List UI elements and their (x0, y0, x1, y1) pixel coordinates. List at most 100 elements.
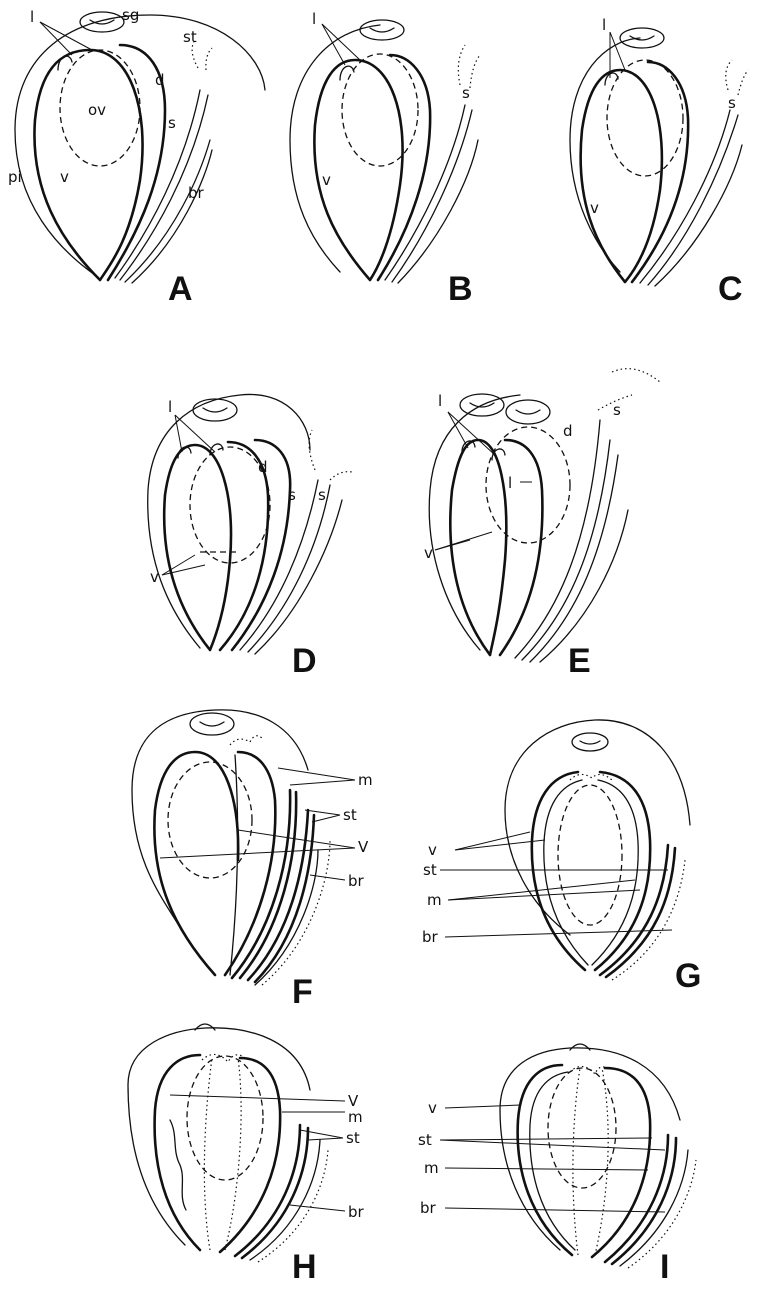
label-s: s (462, 84, 470, 102)
leader-m (448, 890, 640, 900)
stamen-filament (240, 480, 318, 650)
label-v: v (424, 544, 433, 562)
leader-m (290, 780, 355, 785)
leader-st (305, 810, 340, 815)
valve-inner (530, 1072, 575, 1250)
valve-right (592, 1068, 650, 1257)
label-l: l (312, 10, 316, 28)
label-st: st (183, 28, 197, 46)
stamen (235, 1125, 308, 1258)
leader-st (312, 815, 340, 822)
panel-caption: C (718, 270, 743, 308)
label-ov: ov (88, 101, 106, 119)
valve-cracks (170, 1120, 186, 1210)
stamen-filament (385, 105, 465, 280)
leader-v (455, 832, 530, 850)
label-m: m (427, 891, 442, 909)
label-v: v (428, 1099, 437, 1117)
label-v: v (590, 199, 599, 217)
valve-left (532, 772, 585, 970)
leader-m (278, 768, 355, 780)
panel-b: l s v B (290, 10, 480, 308)
valve-right (220, 1058, 280, 1252)
label-br: br (422, 928, 439, 946)
label-br: br (348, 872, 365, 890)
valve-left (154, 752, 238, 975)
stamen (605, 1135, 676, 1264)
label-l: l (508, 474, 512, 492)
anther-dotted (570, 774, 612, 780)
label-d: d (155, 71, 165, 89)
label-br: br (420, 1199, 437, 1217)
label-m: m (424, 1159, 439, 1177)
stigma-inner (370, 28, 394, 32)
stigma (620, 28, 664, 48)
leader-l (610, 32, 625, 70)
bract (125, 140, 210, 282)
panel-caption: I (660, 1248, 669, 1286)
label-s: s (168, 114, 176, 132)
label-d: d (258, 458, 268, 476)
panel-caption: E (568, 642, 591, 680)
stamen-filament (515, 420, 600, 658)
panel-g: v st m br G (422, 720, 701, 995)
anther-dotted (458, 45, 480, 88)
anther-dotted (598, 369, 660, 410)
leader-st (308, 1138, 343, 1140)
ovule (558, 785, 622, 925)
panel-caption: F (292, 973, 313, 1011)
leader-v (238, 830, 355, 848)
stigma-second (506, 400, 550, 424)
label-sg: sg (122, 6, 139, 24)
panel-d: l d s s v D (148, 394, 352, 680)
stigma (190, 713, 234, 735)
label-l: l (30, 8, 34, 26)
label-m: m (348, 1108, 363, 1126)
leader-v (160, 848, 355, 858)
panel-h: V m st br H (128, 1024, 365, 1286)
stigma (572, 733, 608, 751)
bract (540, 510, 628, 662)
stigma (193, 399, 237, 421)
stigma (80, 12, 124, 32)
valve-dotted (573, 1068, 608, 1255)
stigma (360, 20, 404, 40)
panel-f: m st V br F (132, 710, 373, 1011)
panel-c: l s v C (570, 16, 748, 308)
label-br: br (348, 1203, 365, 1221)
label-d: d (563, 422, 573, 440)
anther-dotted (230, 736, 262, 745)
stamen-filament (640, 110, 730, 283)
leader-v (170, 1095, 345, 1101)
valve-left (450, 440, 506, 655)
valve-right (595, 772, 650, 970)
label-st: st (418, 1131, 432, 1149)
label-m: m (358, 771, 373, 789)
panel-caption: B (448, 270, 473, 308)
leader-l (322, 24, 345, 65)
label-st: st (423, 861, 437, 879)
label-l: l (168, 398, 172, 416)
label-l: l (438, 392, 442, 410)
leader-l (322, 24, 360, 60)
label-s: s (613, 401, 621, 419)
bract (655, 145, 742, 286)
label-s: s (288, 486, 296, 504)
stigma-inner (630, 36, 654, 40)
panel-e: l l d s v E (424, 369, 660, 680)
ovule (607, 60, 683, 176)
label-pi: pi (8, 168, 22, 186)
panel-caption: H (292, 1248, 317, 1286)
valve-left (314, 60, 402, 280)
stigma-inner (200, 722, 224, 726)
valve-dotted (204, 1058, 241, 1250)
perianth-outline (148, 394, 310, 648)
perianth-tip (570, 1044, 590, 1050)
label-v: v (60, 168, 69, 186)
panel-caption: A (168, 270, 193, 308)
stigma-inner (580, 741, 600, 744)
stigma-inner (516, 410, 540, 414)
label-v: v (322, 171, 331, 189)
anther-dotted (726, 60, 748, 95)
